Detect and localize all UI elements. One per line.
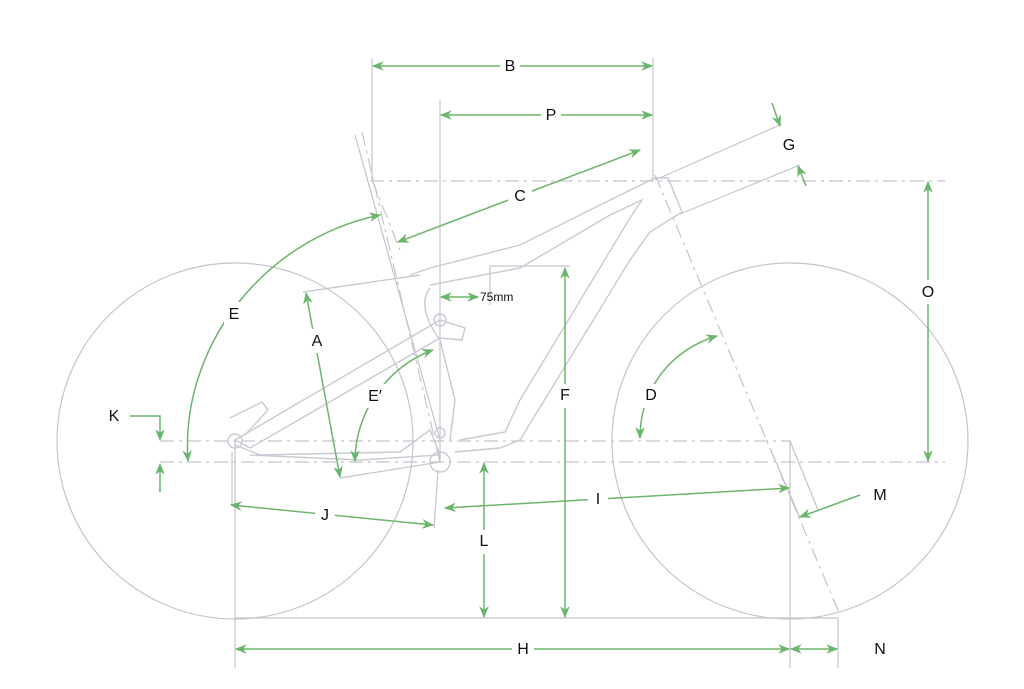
- dimension-arrows: [130, 61, 933, 654]
- label-N: N: [874, 641, 886, 658]
- bike-frame: [227, 177, 683, 473]
- label-A: A: [312, 333, 323, 350]
- label-O: O: [922, 284, 934, 301]
- label-I: I: [596, 491, 600, 508]
- reference-lines: [160, 58, 945, 668]
- label-G: G: [783, 137, 795, 154]
- label-E-prime: E′: [368, 388, 382, 405]
- label-H: H: [517, 641, 529, 658]
- label-F: F: [560, 387, 570, 404]
- label-M: M: [873, 487, 886, 504]
- label-J: J: [321, 507, 329, 524]
- label-D: D: [645, 387, 657, 404]
- label-K: K: [109, 408, 120, 425]
- label-75mm: 75mm: [480, 290, 513, 304]
- label-E: E: [229, 306, 240, 323]
- label-B: B: [505, 58, 516, 75]
- label-P: P: [546, 107, 557, 124]
- label-C: C: [514, 188, 526, 205]
- label-L: L: [480, 533, 489, 550]
